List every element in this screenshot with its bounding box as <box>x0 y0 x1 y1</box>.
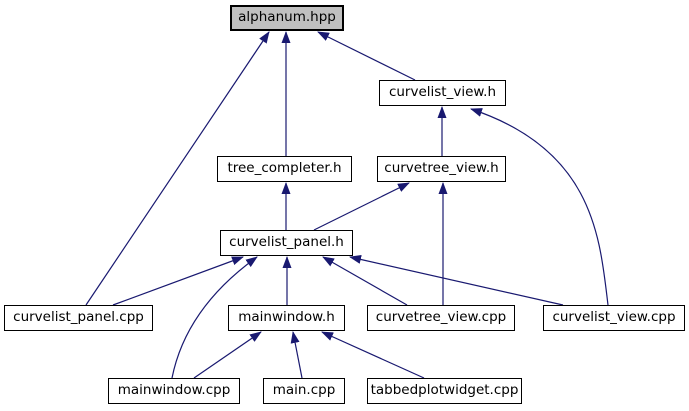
edge-curvelist-panel-h-to-curvetree-view-h <box>313 182 410 231</box>
node-label: mainwindow.h <box>238 309 335 326</box>
edge-curvelist-view-cpp-to-curvelist-view-h <box>470 108 609 306</box>
edges-group <box>85 31 609 379</box>
node-label: main.cpp <box>272 382 336 399</box>
node-tabbedplotwidget-cpp[interactable]: tabbedplotwidget.cpp <box>367 378 522 404</box>
edge-mainwindow-cpp-to-mainwindow-h <box>193 331 262 379</box>
node-main-cpp[interactable]: main.cpp <box>263 378 345 404</box>
node-alphanum-hpp: alphanum.hpp <box>230 5 344 31</box>
node-label: mainwindow.cpp <box>117 382 231 399</box>
edge-curvelist-view-h-to-alphanum-hpp <box>317 31 416 81</box>
node-curvelist-view-cpp[interactable]: curvelist_view.cpp <box>543 305 685 331</box>
node-label: curvelist_view.h <box>388 84 497 101</box>
edge-curvelist-panel-cpp-to-curvelist-panel-h <box>112 256 244 306</box>
node-label: curvelist_view.cpp <box>552 309 676 326</box>
edge-curvelist-view-cpp-to-curvelist-panel-h <box>349 255 564 306</box>
node-label: curvelist_panel.cpp <box>13 309 144 326</box>
node-label: tabbedplotwidget.cpp <box>370 382 519 399</box>
edge-tabbedplotwidget-cpp-to-mainwindow-h <box>321 331 425 379</box>
node-label: tree_completer.h <box>227 160 342 177</box>
node-mainwindow-h[interactable]: mainwindow.h <box>228 305 345 331</box>
node-mainwindow-cpp[interactable]: mainwindow.cpp <box>108 378 240 404</box>
node-tree-completer-h[interactable]: tree_completer.h <box>217 156 352 182</box>
node-label: alphanum.hpp <box>238 9 336 26</box>
node-label: curvetree_view.h <box>384 160 499 177</box>
edge-curvetree-view-cpp-to-curvelist-panel-h <box>322 256 408 306</box>
node-curvelist-panel-h[interactable]: curvelist_panel.h <box>220 230 353 256</box>
node-curvetree-view-h[interactable]: curvetree_view.h <box>377 156 506 182</box>
node-label: curvetree_view.cpp <box>375 309 507 326</box>
edge-main-cpp-to-mainwindow-h <box>290 331 303 379</box>
node-curvelist-view-h[interactable]: curvelist_view.h <box>379 80 506 106</box>
node-curvelist-panel-cpp[interactable]: curvelist_panel.cpp <box>4 305 153 331</box>
node-curvetree-view-cpp[interactable]: curvetree_view.cpp <box>367 305 515 331</box>
edge-curvelist-panel-cpp-to-alphanum-hpp <box>85 31 270 306</box>
node-label: curvelist_panel.h <box>229 234 344 251</box>
edge-mainwindow-cpp-to-curvelist-panel-h <box>171 256 258 379</box>
